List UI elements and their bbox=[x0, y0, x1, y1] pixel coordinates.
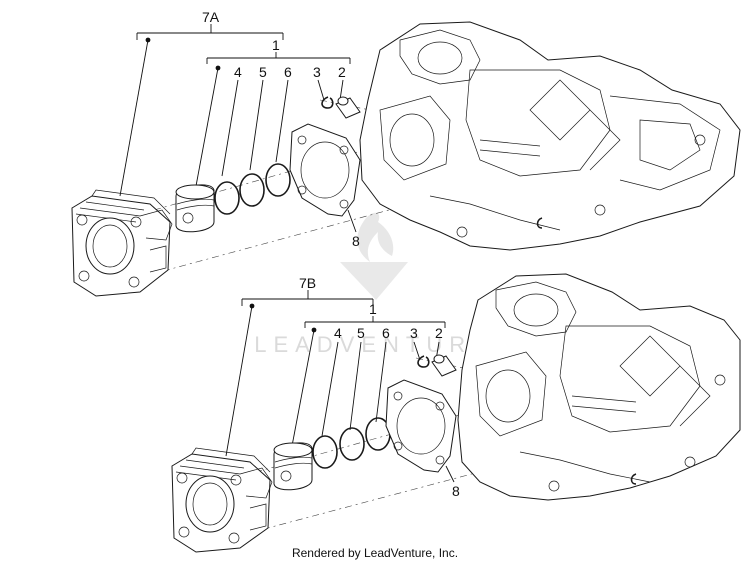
lower-group-label: 1 bbox=[369, 301, 377, 317]
watermark-text: LEADVENTURE bbox=[254, 332, 494, 357]
upper-crankcase bbox=[359, 21, 741, 251]
lower-part-label-8: 8 bbox=[452, 483, 460, 499]
upper-ring-4 bbox=[214, 181, 240, 215]
lower-part-label-6: 6 bbox=[382, 325, 390, 341]
lower-gasket bbox=[385, 379, 457, 473]
lower-part-label-3: 3 bbox=[410, 325, 418, 341]
upper-group-label: 1 bbox=[272, 37, 280, 53]
upper-piston bbox=[175, 184, 215, 233]
lower-assembly: 7B 1 4 5 6 3 2 8 bbox=[171, 273, 741, 553]
lower-circlip bbox=[417, 355, 430, 368]
upper-cylinder bbox=[71, 189, 173, 297]
lower-piston-pin bbox=[431, 354, 457, 377]
lower-part-label-5: 5 bbox=[357, 325, 365, 341]
upper-part-label-5: 5 bbox=[259, 64, 267, 80]
upper-leader-lines bbox=[119, 24, 357, 233]
lower-piston bbox=[273, 442, 313, 491]
upper-part-label-8: 8 bbox=[352, 233, 360, 249]
upper-assembly: 7A 1 4 5 6 3 2 8 bbox=[71, 9, 741, 297]
upper-gasket bbox=[289, 123, 361, 217]
upper-part-label-2: 2 bbox=[338, 64, 346, 80]
lower-ring-4 bbox=[312, 435, 338, 469]
watermark-logo: LEADVENTURE bbox=[254, 212, 494, 357]
upper-ring-5 bbox=[239, 173, 265, 207]
lower-crankcase bbox=[457, 273, 741, 501]
lower-cylinder bbox=[171, 447, 273, 553]
lower-assembly-label: 7B bbox=[299, 275, 316, 291]
upper-part-label-4: 4 bbox=[234, 64, 242, 80]
lower-part-label-4: 4 bbox=[334, 325, 342, 341]
upper-assembly-label: 7A bbox=[202, 9, 220, 25]
lower-part-label-2: 2 bbox=[435, 325, 443, 341]
upper-ring-6 bbox=[265, 163, 291, 197]
lower-leader-lines bbox=[225, 290, 455, 483]
upper-circlip bbox=[321, 96, 334, 109]
upper-part-label-6: 6 bbox=[284, 64, 292, 80]
lower-ring-5 bbox=[339, 427, 365, 461]
upper-piston-pin bbox=[335, 96, 361, 119]
upper-part-label-3: 3 bbox=[313, 64, 321, 80]
footer-credit: Rendered by LeadVenture, Inc. bbox=[291, 546, 459, 560]
